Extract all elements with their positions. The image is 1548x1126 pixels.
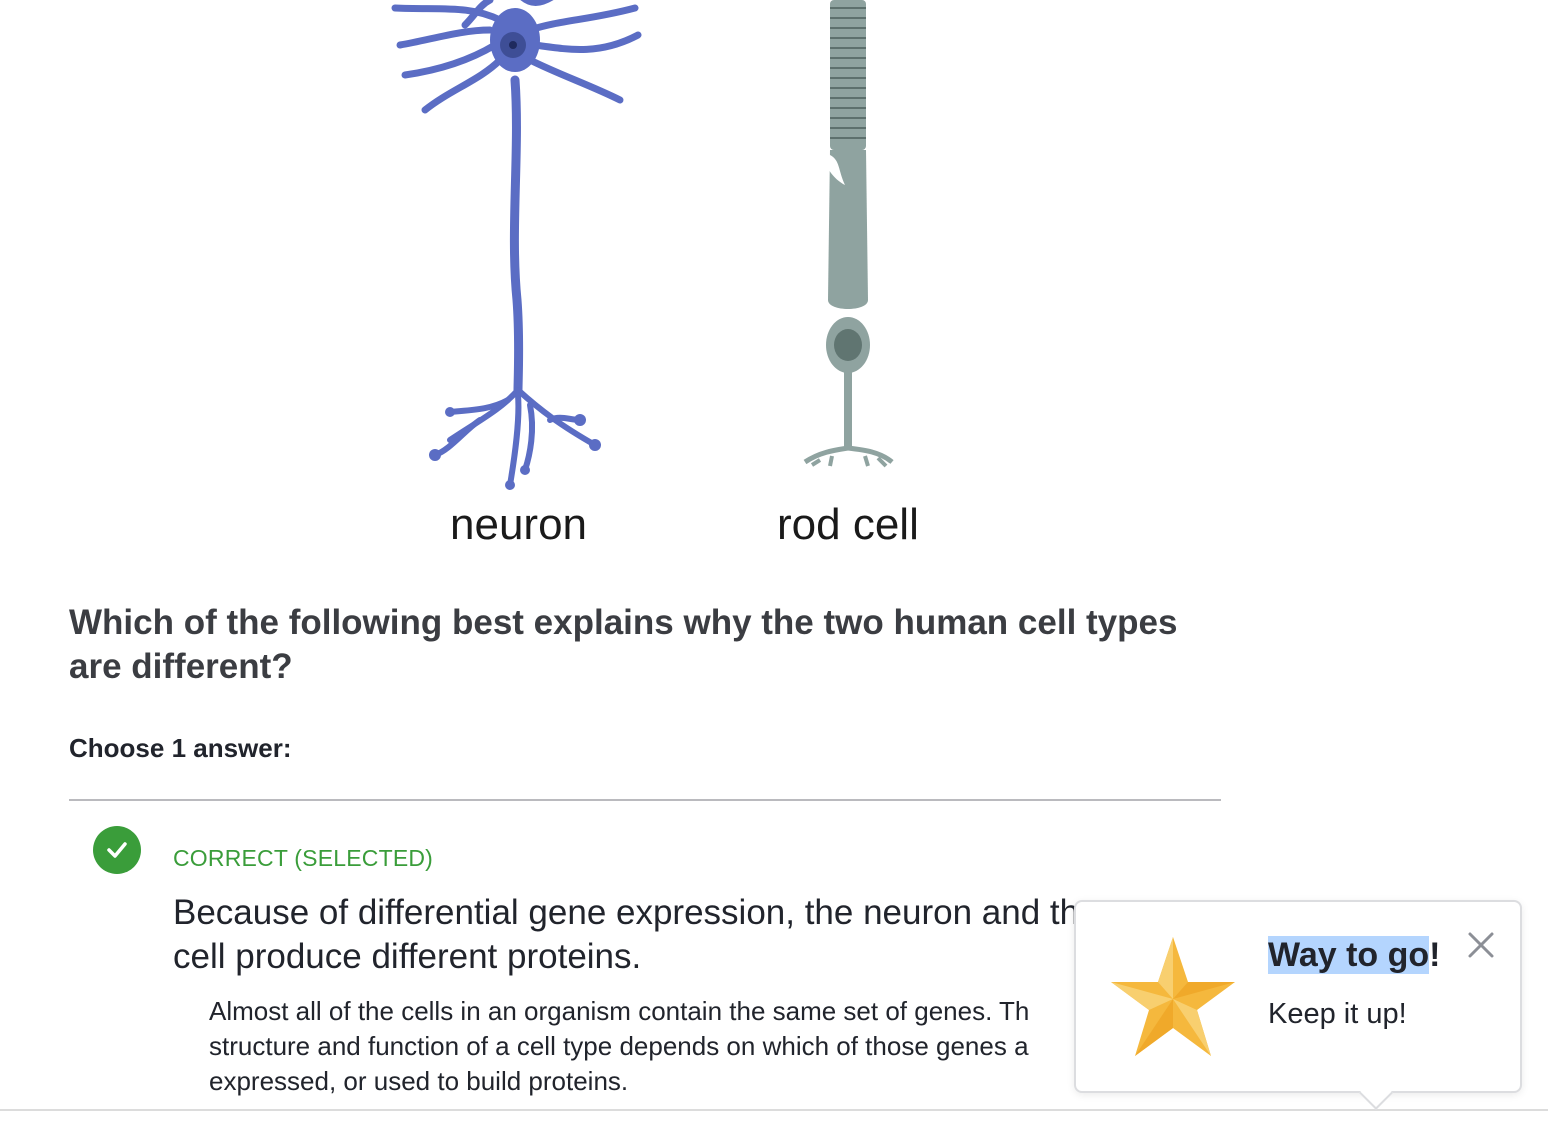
rationale-line: expressed, or used to build proteins. xyxy=(209,1066,629,1096)
neuron-label: neuron xyxy=(450,500,588,549)
divider xyxy=(69,799,1221,801)
footer-divider xyxy=(0,1109,1548,1111)
rationale-line: Almost all of the cells in an organism c… xyxy=(209,996,1030,1026)
answer-text-line1: Because of differential gene expression,… xyxy=(173,893,1080,932)
popup-pointer xyxy=(1359,1076,1393,1110)
answer-status: CORRECT (SELECTED) xyxy=(173,845,434,871)
answer-text-line2: cell produce different proteins. xyxy=(173,937,642,976)
popup-title-rest: ! xyxy=(1429,936,1441,974)
popup-subtitle: Keep it up! xyxy=(1268,998,1407,1030)
encouragement-popup: Way to go! Keep it up! xyxy=(1074,900,1522,1110)
choose-instruction: Choose 1 answer: xyxy=(69,733,292,763)
popup-title-highlight: Way to go xyxy=(1268,936,1430,974)
answer-rationale: Almost all of the cells in an organism c… xyxy=(209,994,1209,1099)
checkmark-icon xyxy=(93,826,141,874)
popup-title: Way to go! xyxy=(1268,936,1441,975)
rod-cell-label: rod cell xyxy=(777,500,919,549)
cell-figure: neuron rod cell xyxy=(380,0,960,560)
close-icon[interactable] xyxy=(1466,930,1496,960)
rationale-line: structure and function of a cell type de… xyxy=(209,1031,1029,1061)
cell-illustration xyxy=(391,0,894,490)
rod-cell-drawing xyxy=(803,0,894,468)
question-text: Which of the following best explains why… xyxy=(69,603,1178,686)
star-icon xyxy=(1111,937,1235,1056)
neuron-drawing xyxy=(391,0,642,488)
answer-choice[interactable]: Because of differential gene expression,… xyxy=(173,891,1233,979)
